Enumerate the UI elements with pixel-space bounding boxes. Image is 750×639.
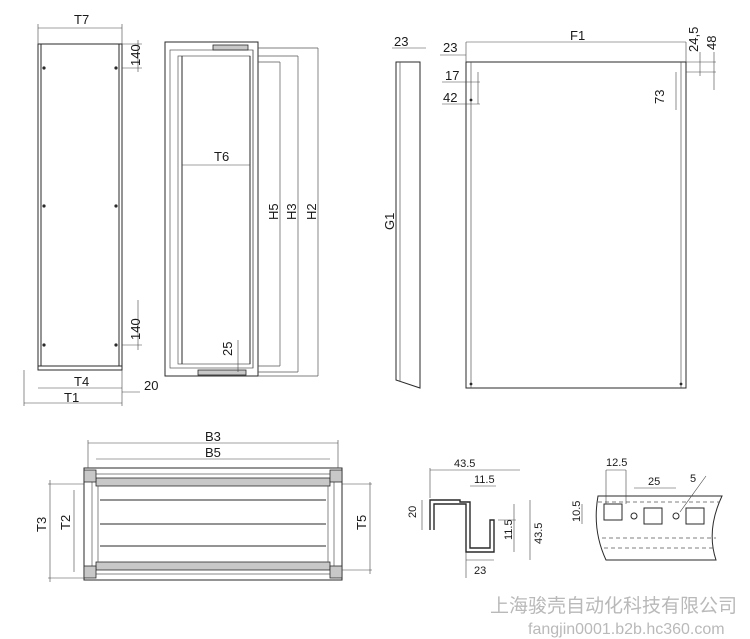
plan-left-dim-1: T3	[34, 517, 49, 532]
side-outer-label: T1	[64, 390, 79, 405]
plan-outer-width: B3	[205, 429, 221, 444]
plan-left-dim-2: T2	[58, 515, 73, 530]
door-width-label: F1	[570, 28, 585, 43]
side-view: T7 140 140 T4 T1 20	[23, 12, 158, 406]
front-frame-view: T6 H5 H3 H2 25	[164, 41, 319, 377]
door-height-label: G1	[382, 213, 397, 230]
frame-height-h5: H5	[266, 203, 281, 220]
profile-section: 43.5 11.5 20 11.5 43.5 23	[407, 458, 545, 578]
profile-dim-3: 20	[407, 506, 419, 518]
watermark-url: fangjin0001.b2b.hc360.com	[528, 621, 725, 638]
profile-dim-4: 11.5	[503, 519, 515, 540]
rail-dim-2: 25	[648, 476, 660, 488]
door-top-width: 23	[394, 34, 408, 49]
door-offset-2: 17	[445, 68, 459, 83]
door-offset-1: 23	[443, 40, 457, 55]
plan-view: B3 B5 T3 T2 T5	[34, 429, 372, 582]
frame-height-h3: H3	[284, 203, 299, 220]
profile-dim-5: 43.5	[533, 523, 545, 544]
door-panel: F1 23 17 42 24,5 48 73	[440, 27, 719, 389]
side-bottom-height: 140	[128, 318, 143, 340]
side-base-offset: 20	[144, 378, 158, 393]
profile-dim-1: 43.5	[454, 458, 475, 470]
rail-dim-1: 12.5	[606, 457, 627, 469]
rail-detail: 12.5 25 5 10.5	[571, 457, 723, 561]
rail-dim-4: 10.5	[571, 501, 583, 522]
plan-right-dim: T5	[354, 515, 369, 530]
watermark: 上海骏壳自动化科技有限公司 fangjin0001.b2b.hc360.com	[490, 595, 737, 638]
frame-height-h2: H2	[304, 203, 319, 220]
door-right-dim-3: 73	[652, 90, 667, 104]
door-side-strip: 23 G1	[382, 34, 426, 389]
side-inner-label: T4	[74, 374, 89, 389]
rail-dim-3: 5	[690, 473, 696, 485]
side-top-label: T7	[74, 12, 89, 27]
door-offset-3: 42	[443, 90, 457, 105]
frame-bottom-offset: 25	[220, 342, 235, 356]
door-right-dim-2: 48	[704, 36, 719, 50]
profile-dim-6: 23	[474, 565, 486, 577]
side-top-height: 140	[128, 44, 143, 66]
profile-dim-2: 11.5	[474, 474, 495, 486]
door-right-dim-1: 24,5	[686, 27, 701, 52]
frame-depth-label: T6	[214, 149, 229, 164]
plan-inner-width: B5	[205, 445, 221, 460]
watermark-company: 上海骏壳自动化科技有限公司	[490, 595, 737, 617]
